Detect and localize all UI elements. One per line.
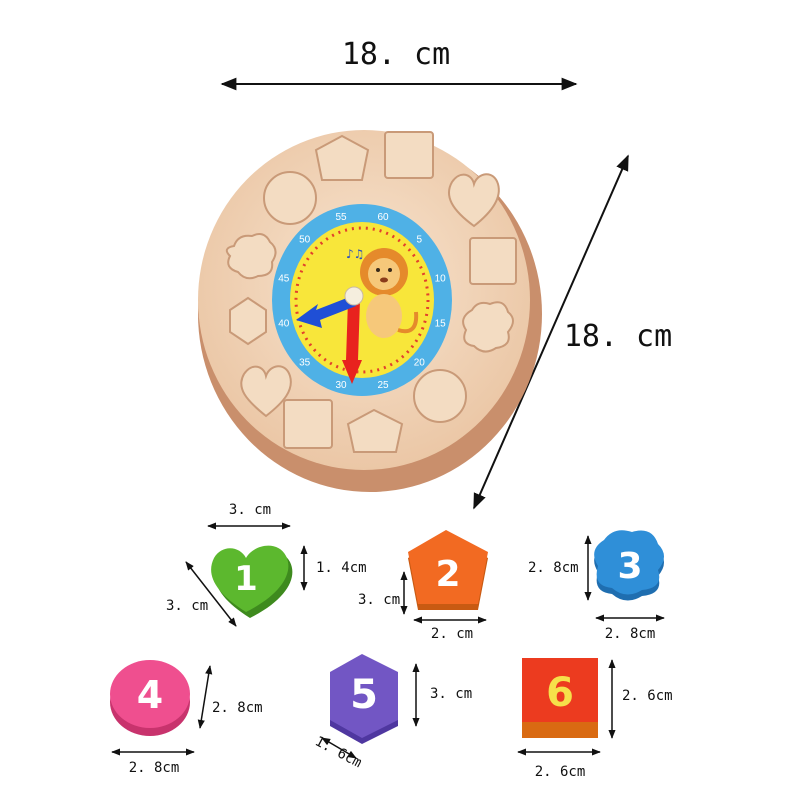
block-4-circle[interactable]: 4 [110,660,190,736]
slot-pentagon [314,134,370,181]
dial-minute-ticks: 55 60 5 10 15 20 25 30 35 40 45 50 [278,212,446,391]
slot-clover-left [225,233,277,280]
block-4-number: 4 [137,673,163,717]
slot-square-bottom [283,399,333,449]
block-2-dimensions: 3. cm 2. cm [358,571,487,642]
block-2-shape [408,530,488,604]
side-length-dimension: 18. cm [473,154,672,510]
minute-hand-red[interactable] [342,300,362,384]
slot-heart-left [240,365,292,418]
hands-pivot [344,286,364,306]
wooden-clock-board: 55 60 5 10 15 20 25 30 35 40 45 50 ♪♫ [198,130,542,492]
slot-circle-topleft [263,171,317,225]
dial-minute-label: 50 [299,235,311,246]
slot-square-right [469,237,517,285]
block-5-shape [330,654,398,738]
block-3-dimensions: 2. 8cm 2. 8cm [528,535,665,642]
hour-hand-blue[interactable] [296,296,356,328]
dial-minute-label: 30 [335,380,347,391]
block-3-height-label: 2. 8cm [528,560,579,576]
block-1-number: 1 [234,559,258,599]
side-length-label: 18. cm [564,319,672,354]
shape-slots [225,131,517,453]
block-4-width-label: 2. 8cm [129,760,180,776]
dial-minute-label: 25 [377,380,389,391]
dial-dot-ring [294,226,430,374]
dial-minute-label: 45 [278,274,290,285]
block-2-height-label: 3. cm [358,592,400,608]
dial-minute-label: 5 [417,235,423,246]
block-6-shape [522,658,598,722]
block-3-number: 3 [617,546,642,587]
block-5-hexagon[interactable]: 5 [330,654,398,744]
dial-minute-label: 40 [278,319,290,330]
block-6-height-label: 2. 6cm [622,688,673,704]
slot-heart [447,173,500,228]
block-5-height-label: 3. cm [430,686,472,702]
block-1-depth-label: 3. cm [166,598,208,614]
block-3-width-label: 2. 8cm [605,626,656,642]
block-1-width-label: 3. cm [229,502,271,518]
block-3-clover[interactable]: 3 [594,530,664,601]
slot-clover [462,301,514,353]
dial-minute-label: 15 [435,319,447,330]
slot-pentagon-bottom [346,408,404,453]
block-1-heart[interactable]: 1 [211,545,293,618]
block-2-width-label: 2. cm [431,626,473,642]
clock-hands[interactable] [296,286,364,384]
block-2-pentagon[interactable]: 2 [408,530,488,610]
block-1-height-label: 1. 4cm [316,560,367,576]
dial-minute-label: 20 [414,358,426,369]
block-4-shape [110,660,190,728]
top-width-label: 18. cm [342,37,450,72]
dial-minute-label: 35 [299,358,311,369]
block-2-number: 2 [435,554,460,595]
slot-hexagon [229,296,267,346]
top-width-dimension: 18. cm [220,37,578,91]
block-4-dimensions: 2. 8cm 2. 8cm [111,665,263,776]
clock-dial: 55 60 5 10 15 20 25 30 35 40 45 50 ♪♫ [272,204,452,396]
block-6-number: 6 [546,670,574,716]
block-1-dimensions: 3. cm 1. 4cm 3. cm [166,502,367,627]
block-4-height-label: 2. 8cm [212,700,263,716]
slot-square-top [384,131,434,179]
block-6-width-label: 2. 6cm [535,764,586,780]
svg-text:♪♫: ♪♫ [346,247,364,261]
dial-minute-label: 10 [435,274,447,285]
lion-illustration: ♪♫ [346,247,419,338]
block-3-shape [594,530,664,595]
block-6-dimensions: 2. 6cm 2. 6cm [517,659,673,780]
dial-minute-label: 60 [377,212,389,223]
block-5-number: 5 [350,672,378,718]
dial-minute-label: 55 [335,212,347,223]
slot-circle-right [413,369,467,423]
block-6-square[interactable]: 6 [522,658,598,738]
